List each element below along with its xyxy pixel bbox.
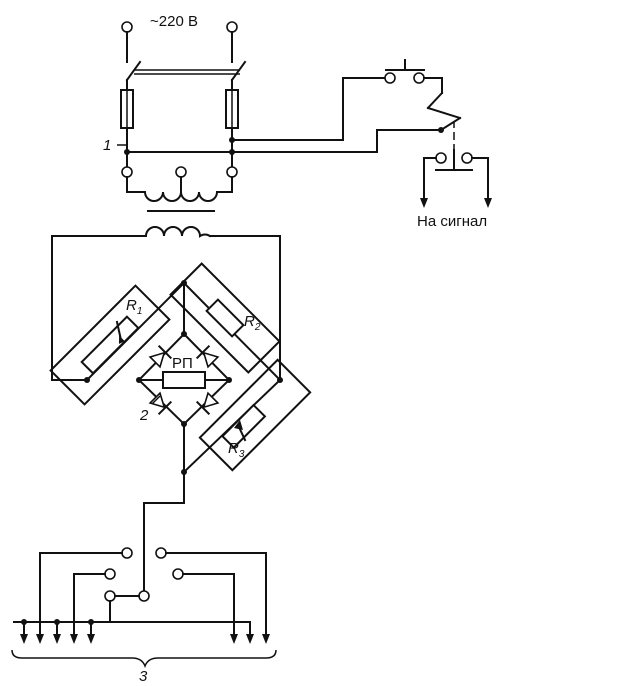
relay-coil xyxy=(162,371,206,389)
r3-label: R3 xyxy=(228,440,245,460)
resistor-r3 xyxy=(198,358,312,472)
diode-3-icon xyxy=(148,391,173,416)
main-switch xyxy=(125,51,247,91)
marker-2: 2 xyxy=(139,407,149,424)
diode-bridge: РП 2 xyxy=(136,331,232,427)
selector-switch: 3 xyxy=(11,471,277,685)
marker-3: 3 xyxy=(139,668,148,685)
relay-label: РП xyxy=(172,355,193,372)
supply-section: ~220 В 1 xyxy=(103,13,247,168)
supply-terminal-right xyxy=(226,21,238,33)
r1-label: R1 xyxy=(126,297,142,317)
fuse-left xyxy=(120,89,134,129)
supply-label: ~220 В xyxy=(150,13,198,30)
signal-branch: На сигнал xyxy=(231,59,492,230)
resistor-r2 xyxy=(169,262,281,374)
signal-label: На сигнал xyxy=(417,213,487,230)
diode-1-icon xyxy=(148,344,173,369)
fuse-right xyxy=(225,89,239,129)
marker-1: 1 xyxy=(103,137,111,154)
resistor-r1 xyxy=(49,284,171,406)
diode-4-icon xyxy=(195,391,220,416)
diode-2-icon xyxy=(195,344,220,369)
transformer xyxy=(121,166,238,238)
r2-label: R2 xyxy=(244,313,261,333)
supply-terminal-left xyxy=(121,21,133,33)
